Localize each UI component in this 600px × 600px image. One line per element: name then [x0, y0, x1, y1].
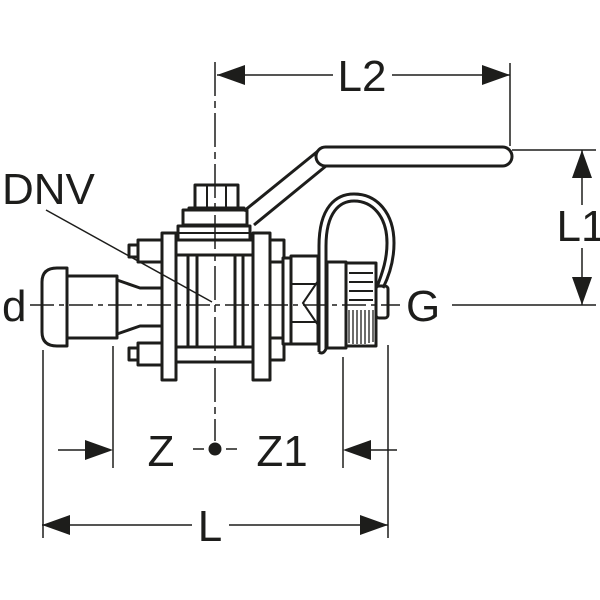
right-flange — [251, 231, 272, 382]
arrowhead-left — [217, 65, 245, 85]
label-z1: Z1 — [256, 427, 307, 476]
extension-lines — [42, 63, 596, 538]
strap-loop-outer — [317, 192, 396, 289]
hex-nut — [289, 254, 320, 346]
handle-arm-upper — [243, 149, 319, 213]
left-flange — [160, 231, 178, 382]
dimension-z: Z — [58, 427, 174, 476]
strap-loop-inner — [324, 199, 389, 288]
dimension-z1: Z1 — [256, 427, 397, 476]
handle-grip — [314, 145, 514, 168]
body-rib-right — [233, 253, 245, 349]
callouts: DNV d G — [2, 165, 440, 331]
label-z: Z — [148, 427, 175, 476]
bolt-top-left — [136, 238, 165, 264]
arrowhead-right — [360, 515, 388, 535]
dnv-leader-line — [45, 209, 213, 303]
label-l: L — [198, 502, 222, 551]
label-dnv: DNV — [2, 165, 96, 214]
body-rib-left — [186, 253, 199, 349]
press-socket-bead — [40, 266, 69, 348]
arrowhead-right — [482, 65, 510, 85]
outlet-assembly — [281, 192, 396, 355]
arrowhead-down — [572, 277, 592, 305]
center-point-dot — [208, 442, 222, 456]
socket-taper-bottom — [116, 324, 163, 336]
arrowhead-left — [42, 515, 70, 535]
valve-body — [127, 231, 286, 382]
label-l2: L2 — [338, 52, 387, 101]
dimension-l: L — [42, 502, 388, 551]
label-l1: L1 — [557, 202, 600, 251]
cap-strap-tab — [374, 284, 390, 320]
bolt-bottom-left — [136, 341, 165, 367]
arrowhead-right — [85, 440, 113, 460]
cap-knurl-hatch — [348, 310, 374, 344]
cap-ribs — [349, 272, 373, 301]
dimension-l2: L2 — [217, 52, 510, 101]
press-socket-body — [65, 274, 119, 340]
handle-arm-lower — [253, 164, 327, 227]
hex-chamfer — [301, 280, 319, 326]
dimension-l1: L1 — [557, 150, 600, 305]
centerlines — [30, 62, 596, 456]
arrowhead-left — [343, 440, 371, 460]
label-d: d — [2, 282, 26, 331]
socket-taper-top — [116, 278, 163, 290]
stem-nut — [193, 183, 240, 210]
press-socket — [40, 266, 163, 348]
label-g: G — [406, 282, 440, 331]
strap-end — [318, 348, 328, 355]
arrowhead-up — [572, 150, 592, 178]
